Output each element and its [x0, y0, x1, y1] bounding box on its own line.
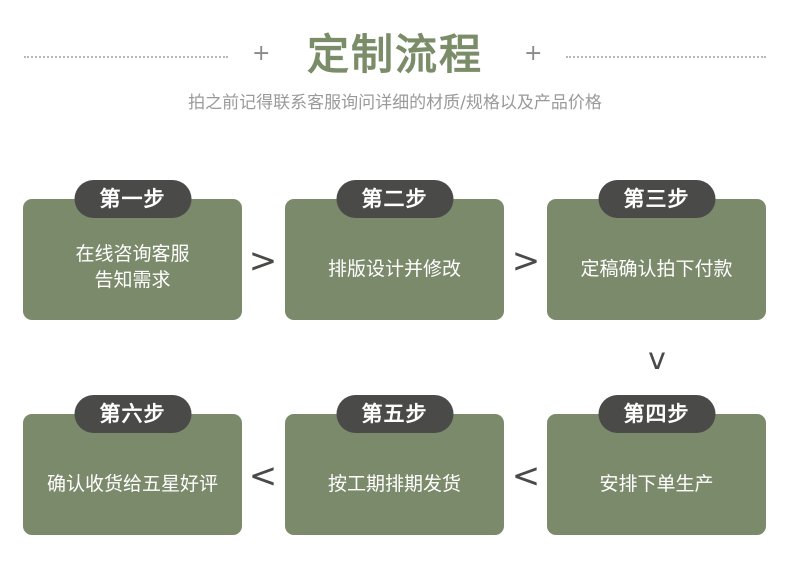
step-5-card: 第五步 按工期排期发货 [285, 395, 504, 535]
step-6-card: 第六步 确认收货给五星好评 [23, 395, 242, 535]
step-3-card: 第三步 定稿确认拍下付款 [547, 180, 766, 320]
step-4-card: 第四步 安排下单生产 [547, 395, 766, 535]
step-4-tag: 第四步 [598, 395, 715, 433]
step-6-text: 确认收货给五星好评 [46, 472, 218, 495]
step-3-text: 定稿确认拍下付款 [580, 257, 733, 280]
plus-icon: + [524, 41, 543, 66]
step-2-tag: 第二步 [336, 180, 453, 218]
page-title: 定制流程 [306, 30, 483, 79]
plus-icon: + [252, 41, 271, 66]
step-1-text: 在线咨询客服 告知需求 [75, 242, 190, 291]
step-4-text: 安排下单生产 [599, 472, 714, 495]
step-2-text: 排版设计并修改 [327, 257, 461, 280]
arrow-left-icon: < [248, 456, 278, 496]
step-2-card: 第二步 排版设计并修改 [285, 180, 504, 320]
dotted-divider-left [24, 56, 228, 58]
step-1-card: 第一步 在线咨询客服 告知需求 [23, 180, 242, 320]
dotted-divider-right [566, 56, 766, 58]
header: + 定制流程 + [0, 26, 790, 86]
step-5-tag: 第五步 [336, 395, 453, 433]
step-3-tag: 第三步 [598, 180, 715, 218]
arrow-down-icon: v [648, 342, 666, 377]
arrow-right-icon: > [511, 241, 541, 281]
arrow-right-icon: > [248, 241, 278, 281]
step-5-text: 按工期排期发货 [327, 472, 461, 495]
step-6-tag: 第六步 [74, 395, 191, 433]
step-1-tag: 第一步 [74, 180, 191, 218]
arrow-left-icon: < [511, 456, 541, 496]
page-subtitle: 拍之前记得联系客服询问详细的材质/规格以及产品价格 [188, 93, 602, 113]
